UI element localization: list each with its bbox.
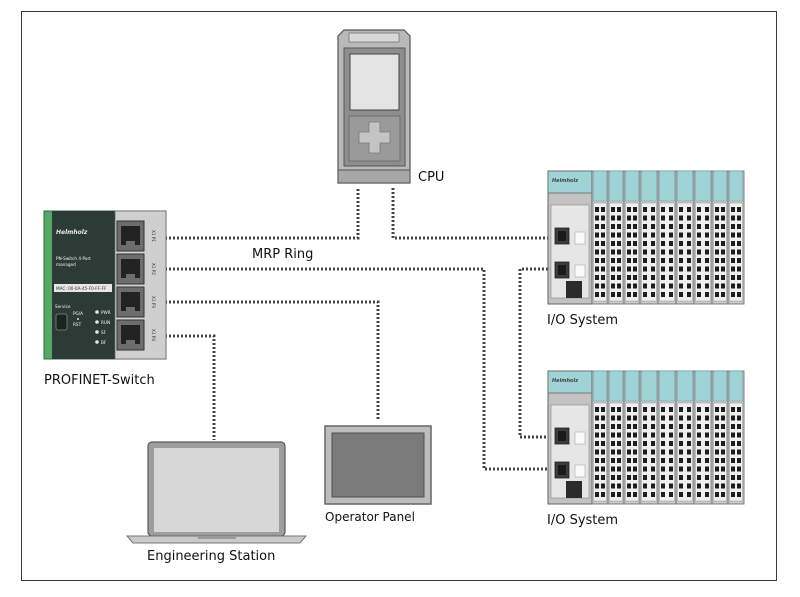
io-brand: Helmholz [552,178,578,184]
io-module [591,370,609,505]
led-run-label: RUN [101,320,110,325]
led-pwr-label: PWR [101,310,111,315]
link-io-system-1-to-io-system-2 [518,267,548,439]
led-sf-label: SF [101,330,107,335]
led-sf-icon [95,330,99,334]
link-switch-p3-to-operator-panel [165,300,380,420]
profinet-switch-device: Helmholz PN-Switch 4-Port managed MAC: 0… [43,210,167,388]
operator-panel-device: Operator Panel [324,425,432,524]
profinet-switch-label: PROFINET-Switch [44,373,155,388]
io-module [607,170,625,305]
diagram-frame [21,11,777,581]
switch-port-3: X1 P3 [116,286,156,318]
link-switch-p4-to-engineering-station [165,334,216,440]
port-3-label: X1 P3 [151,296,156,308]
switch-brand: Helmholz [56,229,88,236]
switch-mac-label: MAC: 00-0A-45-F0-FF-FF [56,286,107,291]
switch-port-4: X1 P4 [116,319,156,351]
service-port-icon [55,313,68,331]
io-module [711,170,729,305]
io-module [639,170,659,305]
network-links [165,188,548,471]
cpu-device: CPU [337,29,444,185]
link-switch-p1-to-cpu [165,188,360,240]
switch-rst-label: RST [73,322,82,327]
io-module [591,170,609,305]
io-brand: Helmholz [552,378,578,384]
cpu-label: CPU [418,170,444,185]
io-module [675,370,695,505]
switch-pga-label: PG/A [73,311,83,316]
io-module [711,370,729,505]
operator-panel-label: Operator Panel [325,510,415,524]
engineering-station-label: Engineering Station [147,549,275,564]
io-system-1-label: I/O System [547,313,618,328]
io-module [657,370,677,505]
led-bf-label: BF [101,340,107,345]
port-1-label: X1 P1 [151,230,156,242]
led-bf-icon [95,340,99,344]
operator-panel-screen [331,432,425,498]
link-cpu-to-io-system-1-upper [391,188,548,240]
led-run-icon [95,320,99,324]
laptop-screen [154,448,279,532]
switch-model-line2: managed [56,262,76,267]
switch-port-1: X1 P1 [116,220,156,252]
io-system-1: Helmholz [547,170,745,305]
io-power-connector-icon [566,281,582,298]
io-module [623,370,641,505]
io-system-2-label: I/O System [547,513,618,528]
io-power-connector-icon [566,481,582,498]
switch-port-2: X1 P2 [116,253,156,285]
status-leds: PWR RUN SF BF [95,310,111,345]
io-module [727,370,745,505]
io-module [607,370,625,505]
io-module [693,170,713,305]
mrp-ring-label: MRP Ring [252,247,313,262]
io-module [693,370,713,505]
switch-model-line1: PN-Switch 4-Port [56,256,91,261]
port-2-label: X1 P2 [151,263,156,275]
led-pwr-icon [95,310,99,314]
switch-service-label: Service [55,304,71,309]
io-module [675,170,695,305]
io-module [639,370,659,505]
io-system-2: Helmholz [547,370,745,505]
cpu-dpad-icon [358,121,391,154]
engineering-station-device: Engineering Station [125,441,308,564]
cpu-display [349,53,400,111]
io-module [657,170,677,305]
switch-ports: X1 P1 X1 P2 X1 P3 X1 P4 [116,220,156,351]
io-module [727,170,745,305]
port-4-label: X1 P4 [151,329,156,341]
io-module [623,170,641,305]
